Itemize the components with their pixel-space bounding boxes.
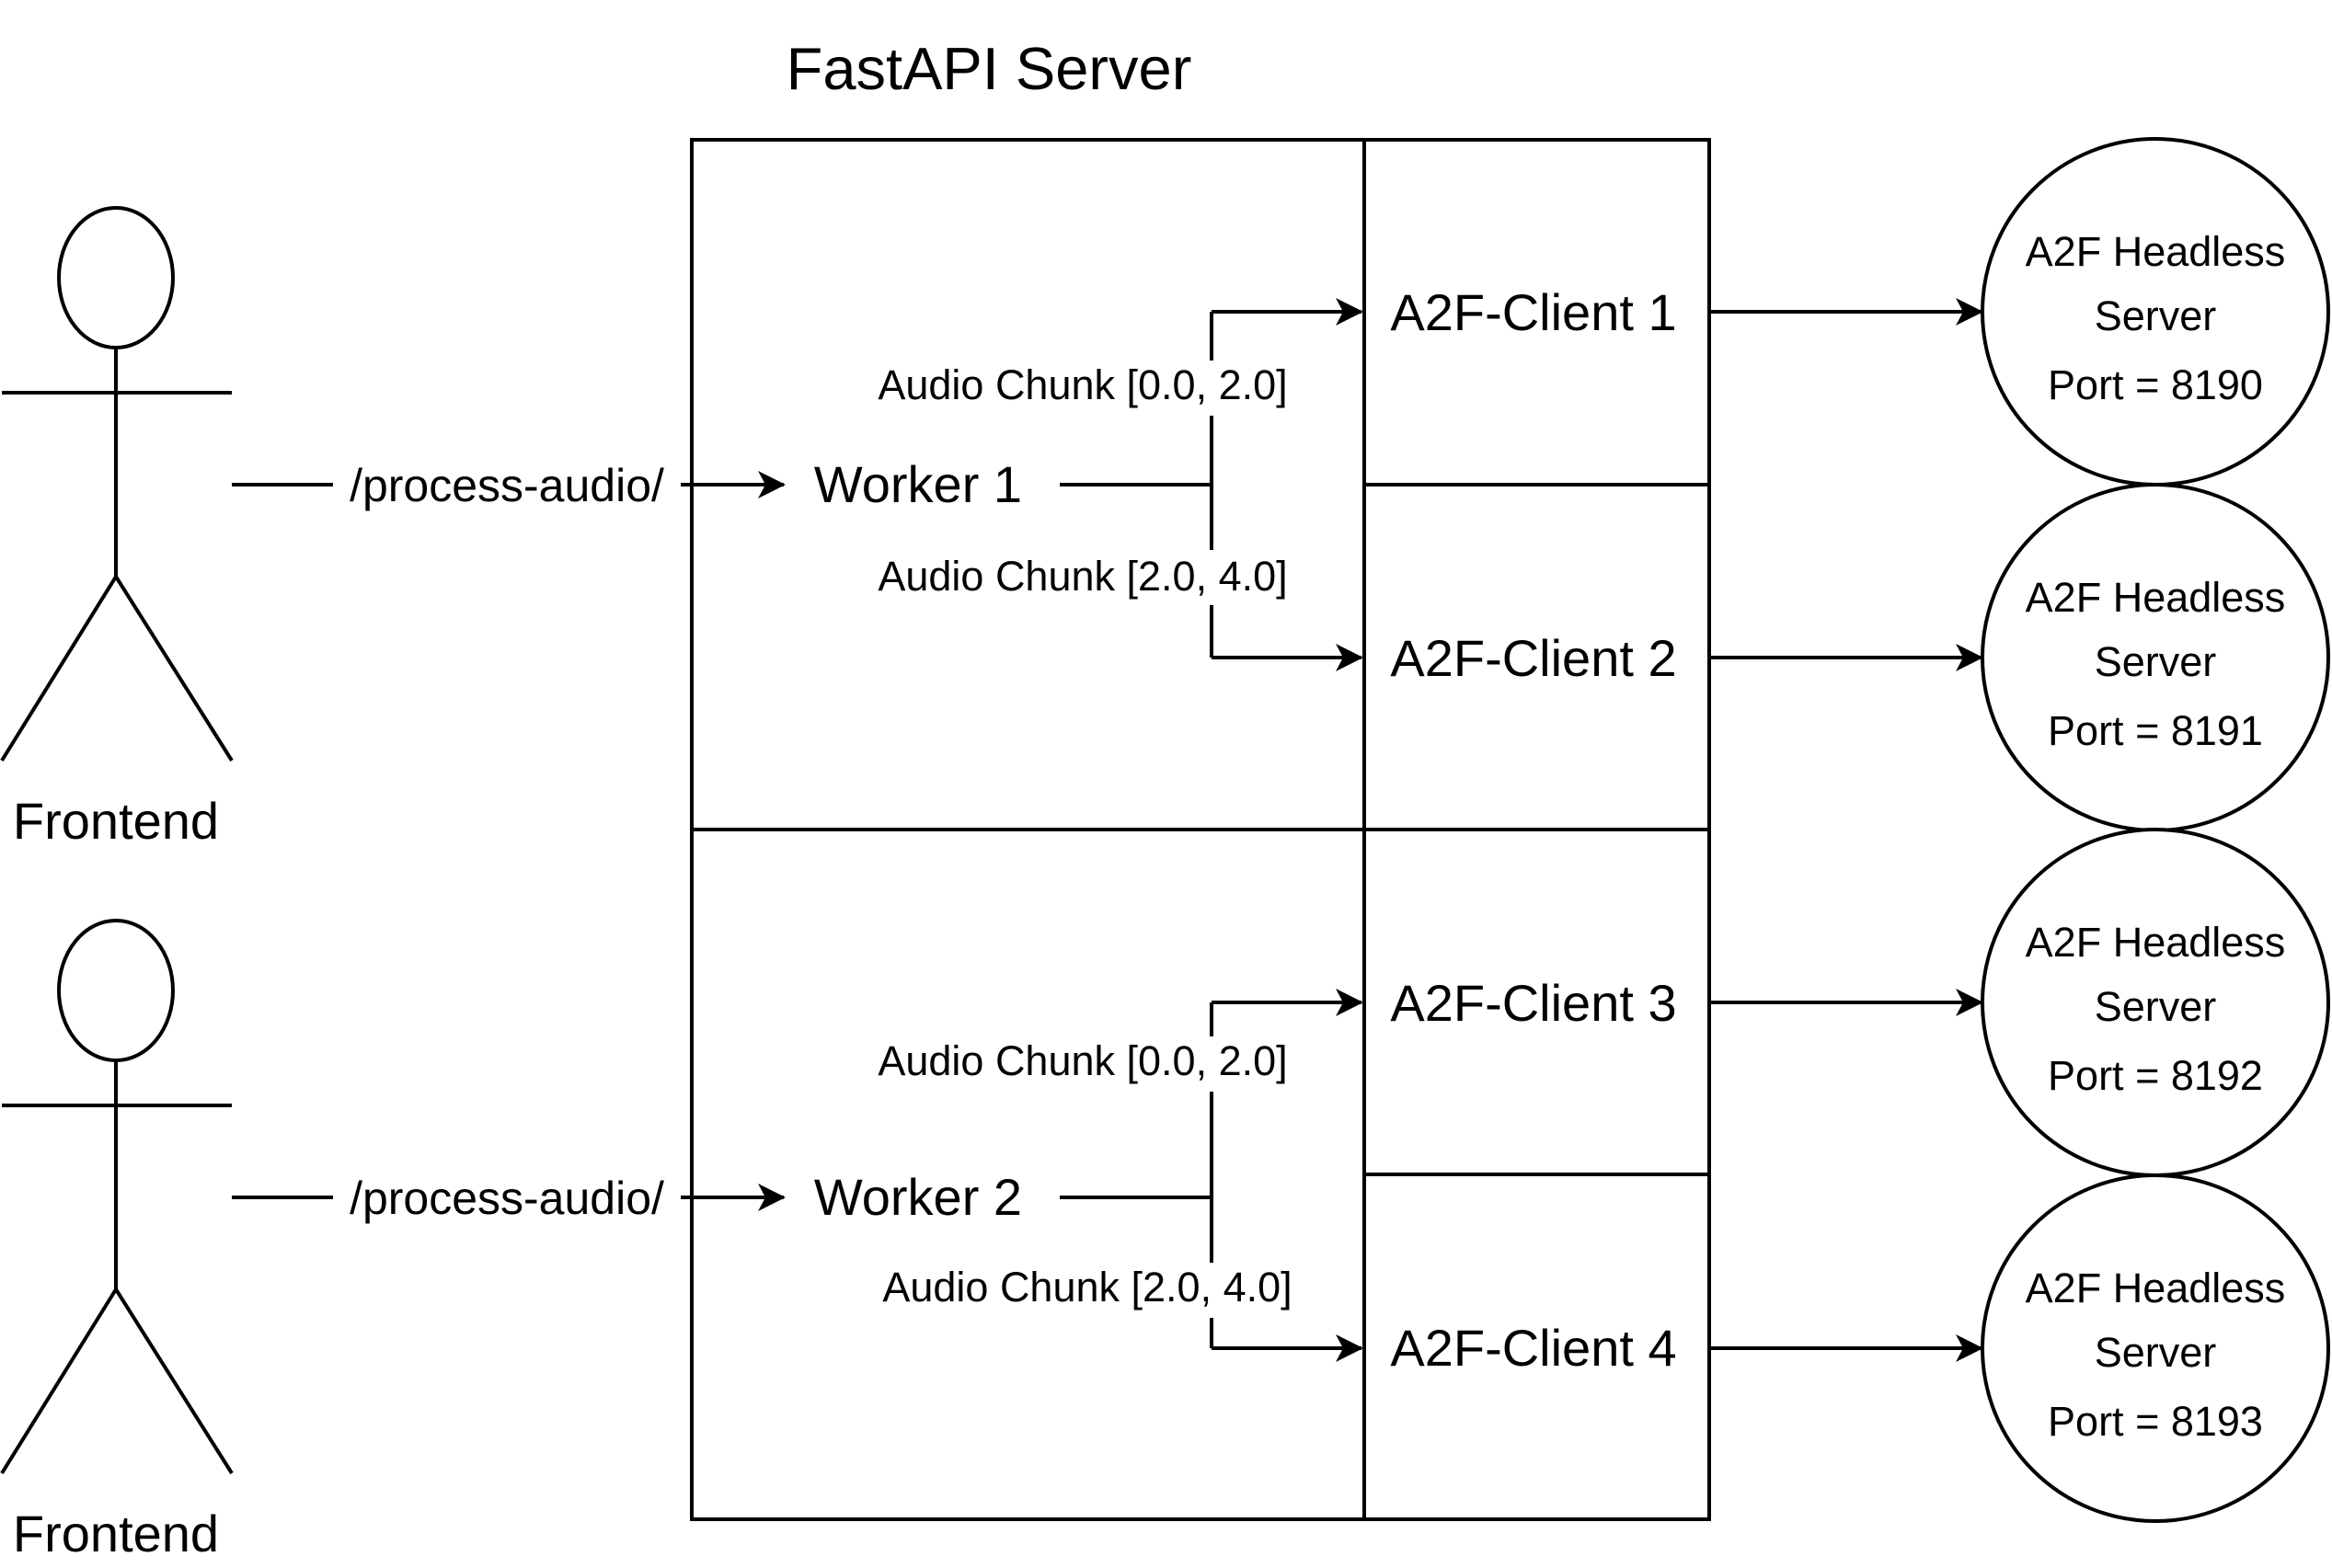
server-2-port: Port = 8191 [2048,707,2263,754]
server-2-line2: Server [2095,638,2217,685]
chunk-label-1b: Audio Chunk [2.0, 4.0] [878,553,1287,600]
frontend-actor-1 [0,206,234,762]
headless-server-1: A2F Headless Server Port = 8190 [1981,137,2330,486]
diagram-title: FastAPI Server [787,35,1192,102]
server-1-line2: Server [2095,292,2217,339]
server-4-line2: Server [2095,1329,2217,1376]
chunk-label-1a: Audio Chunk [0.0, 2.0] [878,361,1287,408]
chunk-label-2b: Audio Chunk [2.0, 4.0] [882,1264,1292,1310]
actor-head-icon [57,919,175,1062]
server-4-line1: A2F Headless [2026,1265,2286,1311]
frontend-label-1: Frontend [13,792,219,850]
server-4-port: Port = 8193 [2048,1398,2263,1445]
frontend-actor-2 [0,919,234,1475]
server-3-port: Port = 8192 [2048,1052,2263,1099]
client-label-3: A2F-Client 3 [1390,974,1676,1032]
endpoint-label-2: /process-audio/ [350,1173,664,1224]
headless-server-4: A2F Headless Server Port = 8193 [1981,1173,2330,1523]
client-label-1: A2F-Client 1 [1390,283,1676,341]
server-1-line1: A2F Headless [2026,228,2286,275]
headless-server-2: A2F Headless Server Port = 8191 [1981,483,2330,832]
frontend-label-2: Frontend [13,1505,219,1562]
headless-server-3: A2F Headless Server Port = 8192 [1981,828,2330,1177]
server-1-port: Port = 8190 [2048,361,2263,408]
actor-head-icon [57,206,175,349]
server-2-line1: A2F Headless [2026,574,2286,621]
server-3-line1: A2F Headless [2026,919,2286,966]
chunk-label-2a: Audio Chunk [0.0, 2.0] [878,1037,1287,1084]
server-3-line2: Server [2095,983,2217,1030]
worker-label-2: Worker 2 [814,1168,1022,1226]
endpoint-label-1: /process-audio/ [350,460,664,511]
client-label-4: A2F-Client 4 [1390,1319,1676,1377]
worker-label-1: Worker 1 [814,455,1022,513]
client-label-2: A2F-Client 2 [1390,629,1676,687]
